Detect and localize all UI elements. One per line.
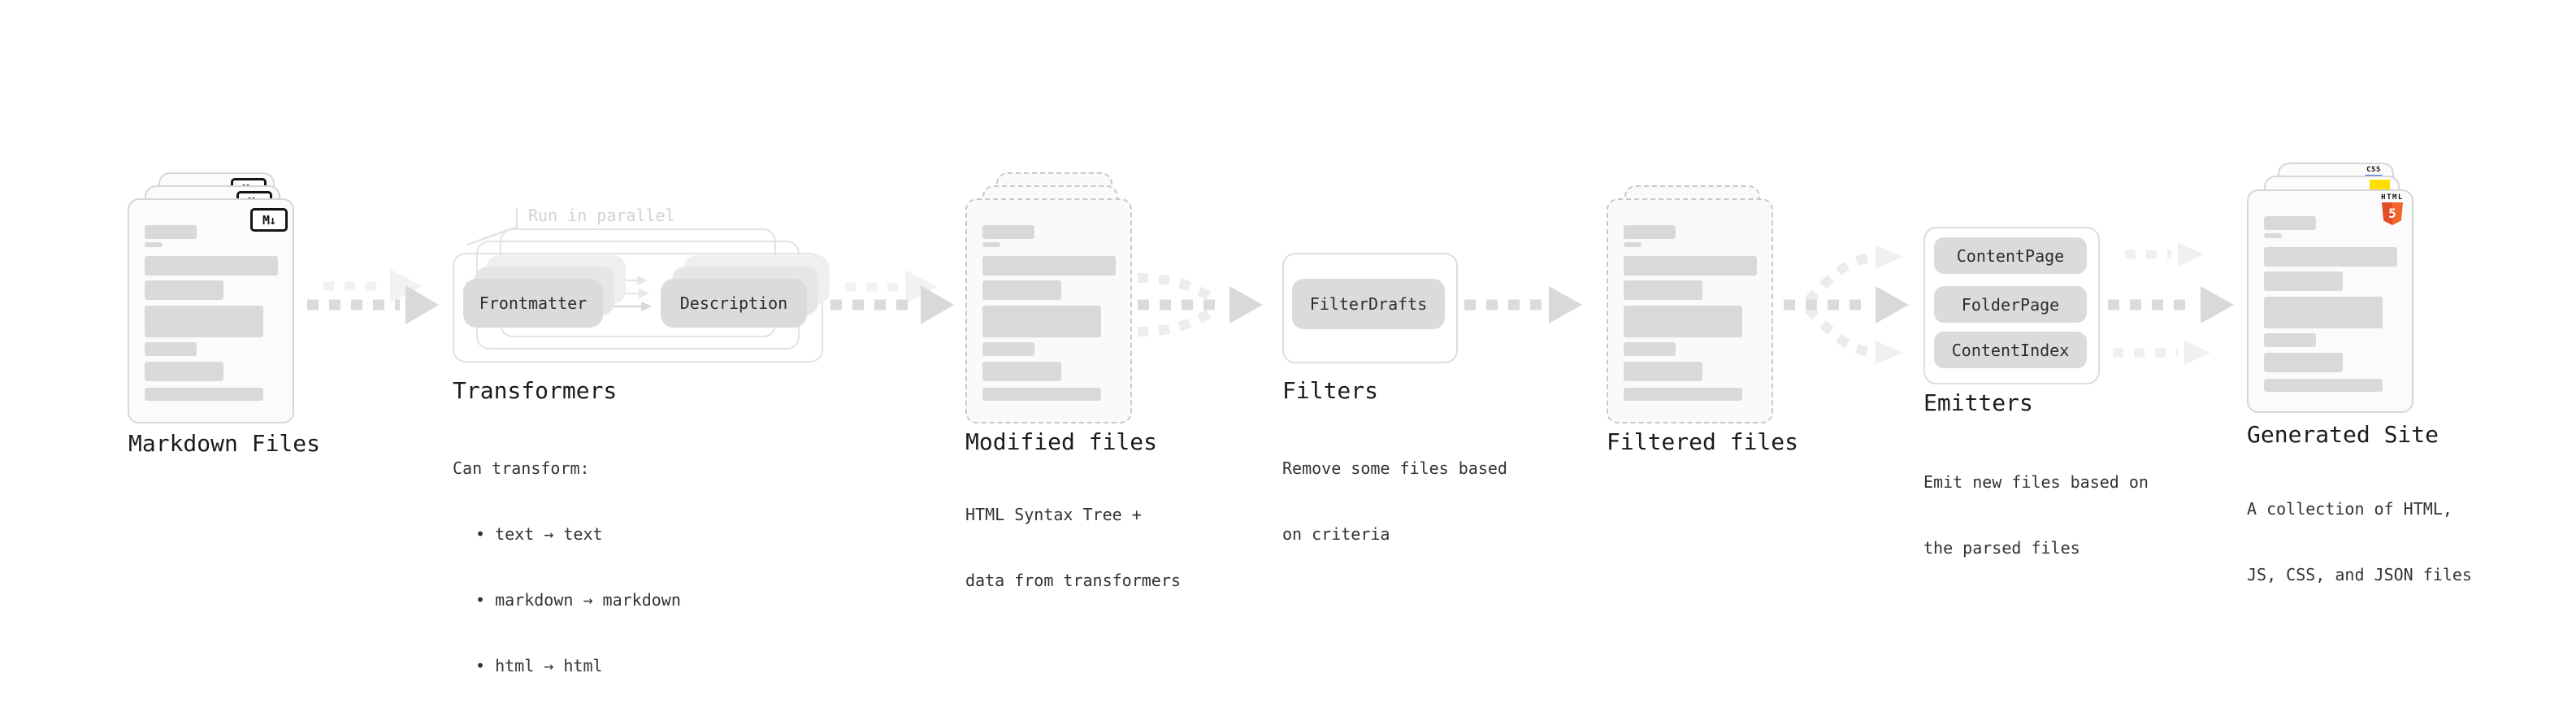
emitters-desc-line: Emit new files based on — [1923, 472, 2149, 492]
filters-desc-line: Remove some files based — [1282, 458, 1507, 478]
js-file-icon — [2370, 180, 2390, 191]
doc-text-bar — [982, 256, 1116, 276]
html5-icon-shield: 5 — [2382, 202, 2403, 225]
doc-text-bar — [2264, 271, 2343, 291]
transformers-bullet: • text → text — [475, 524, 603, 544]
modified-files-desc-line: HTML Syntax Tree + — [965, 505, 1142, 524]
doc-text-bar — [145, 280, 223, 300]
doc-text-bar — [982, 280, 1061, 300]
stage-title-transformers: Transformers — [453, 377, 618, 404]
doc-text-bar — [2264, 216, 2316, 230]
transformers-bullet: • markdown → markdown — [475, 590, 681, 610]
generated-site-desc-line: JS, CSS, and JSON files — [2247, 565, 2472, 584]
doc-text-bar — [145, 225, 197, 239]
run-in-parallel-leader-line — [466, 208, 518, 246]
doc-text-bar — [1624, 280, 1702, 300]
html5-file-icon: HTML 5 — [2379, 193, 2405, 225]
doc-text-bar — [145, 256, 278, 276]
modified-file-card-front — [965, 198, 1132, 423]
transformer-parallel-arrows — [609, 276, 652, 311]
doc-text-bar — [1624, 342, 1676, 356]
filters-desc-line: on criteria — [1282, 524, 1390, 544]
frontmatter-pill: Frontmatter — [463, 279, 603, 328]
emitters-description: Emit new files based on the parsed files — [1923, 428, 2149, 603]
doc-text-bar — [2264, 297, 2383, 328]
doc-text-bar — [1624, 225, 1676, 239]
doc-text-bar — [145, 342, 197, 356]
folderpage-pill: FolderPage — [1934, 286, 2087, 323]
flow-arrows-layer — [307, 208, 2234, 365]
transformer-box-front — [453, 253, 823, 363]
doc-text-bar — [1624, 388, 1742, 401]
stage-title-filtered-files: Filtered files — [1607, 428, 1799, 455]
css-icon-label: CSS — [2366, 166, 2381, 174]
modified-files-description: HTML Syntax Tree + data from transformer… — [965, 460, 1181, 636]
doc-text-bar — [982, 306, 1101, 337]
contentpage-pill: ContentPage — [1934, 237, 2087, 274]
doc-text-bar — [982, 225, 1034, 239]
stage-title-emitters: Emitters — [1923, 389, 2033, 416]
arrow-transformers-to-modified — [830, 270, 954, 324]
run-in-parallel-label: Run in parallel — [528, 206, 675, 225]
arrow-modified-to-filters — [1137, 273, 1263, 337]
doc-text-bar — [982, 242, 1000, 247]
emitters-desc-line: the parsed files — [1923, 538, 2080, 558]
generated-site-description: A collection of HTML, JS, CSS, and JSON … — [2247, 454, 2472, 630]
generated-site-desc-line: A collection of HTML, — [2247, 499, 2452, 519]
stage-title-generated-site: Generated Site — [2247, 421, 2439, 448]
doc-text-bar — [982, 362, 1061, 381]
doc-text-bar — [1624, 256, 1757, 276]
filtered-file-card-front — [1607, 198, 1773, 423]
transformers-desc-heading: Can transform: — [453, 458, 590, 478]
doc-text-bar — [982, 342, 1034, 356]
transformers-bullet: • html → html — [475, 656, 603, 675]
arrow-markdown-to-transformers — [307, 269, 439, 324]
doc-text-bar — [1624, 306, 1742, 337]
doc-text-bar — [2264, 247, 2397, 267]
transformers-description: Can transform: • text → text • markdown … — [453, 414, 681, 721]
modified-files-desc-line: data from transformers — [965, 571, 1181, 590]
doc-text-bar — [2264, 233, 2282, 238]
markdown-icon: M↓ — [250, 208, 288, 232]
stage-title-markdown-files: Markdown Files — [128, 430, 321, 457]
filters-description: Remove some files based on criteria — [1282, 414, 1507, 589]
stage-title-filters: Filters — [1282, 377, 1379, 404]
filterdrafts-pill: FilterDrafts — [1292, 279, 1445, 329]
stage-title-modified-files: Modified files — [965, 428, 1158, 455]
arrow-emitters-to-generated — [2108, 242, 2234, 365]
doc-text-bar — [982, 388, 1101, 401]
html5-icon-label: HTML — [2381, 193, 2404, 202]
doc-text-bar — [145, 306, 263, 337]
arrow-filtered-to-emitters — [1784, 245, 1909, 364]
doc-text-bar — [145, 362, 223, 381]
description-pill: Description — [661, 279, 807, 328]
doc-text-bar — [145, 388, 263, 401]
doc-text-bar — [2264, 353, 2343, 372]
generated-file-card-html: HTML 5 — [2247, 189, 2413, 413]
arrow-filters-to-filtered — [1464, 286, 1582, 324]
pipeline-diagram: M↓ M↓ M↓ Markdown Files Run in parallel … — [128, 163, 2472, 675]
doc-text-bar — [2264, 333, 2316, 347]
doc-text-bar — [1624, 362, 1702, 381]
doc-text-bar — [2264, 379, 2383, 392]
doc-text-bar — [145, 242, 163, 247]
doc-text-bar — [1624, 242, 1641, 247]
markdown-file-card-front: M↓ — [128, 198, 294, 423]
contentindex-pill: ContentIndex — [1934, 332, 2087, 368]
